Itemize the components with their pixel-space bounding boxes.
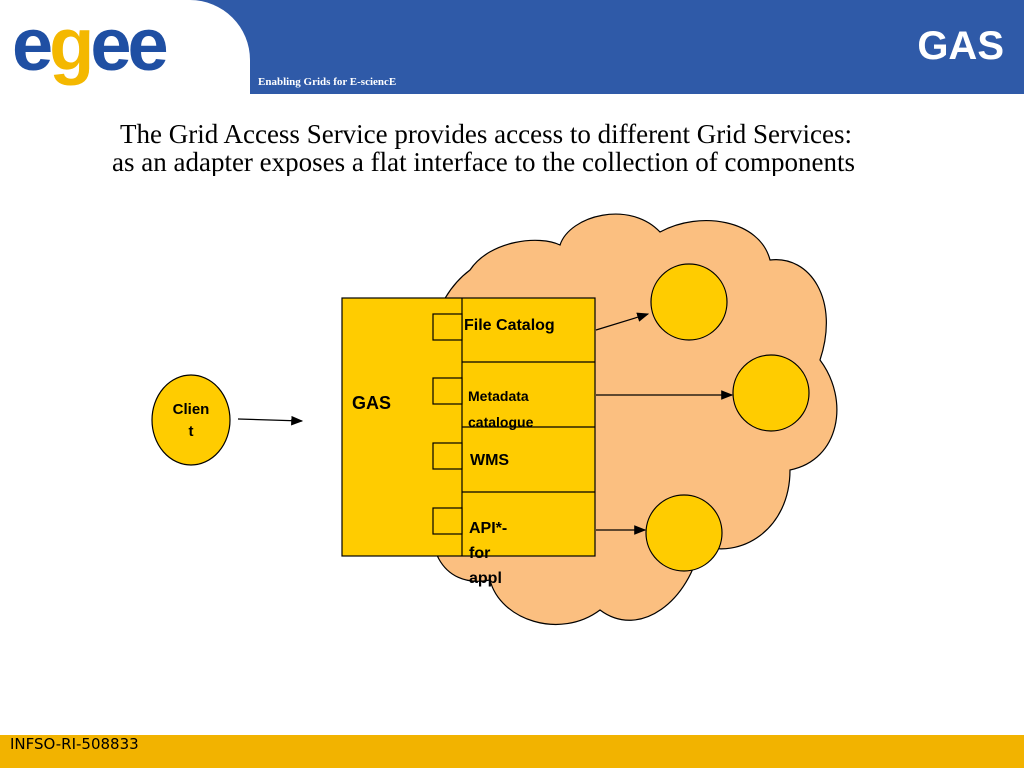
client-label: Clien t xyxy=(152,399,230,443)
api-label-line-3: appl xyxy=(469,570,502,587)
service-node xyxy=(645,494,723,572)
client-arrow xyxy=(237,415,304,426)
logo-background xyxy=(0,0,250,95)
intro-text: The Grid Access Service provides access … xyxy=(112,120,1024,176)
page-title: GAS xyxy=(917,24,1004,68)
client-label-line-2: t xyxy=(188,423,194,440)
file-catalog-label: File Catalog xyxy=(464,317,555,334)
api-label: API*- for appl xyxy=(469,516,507,591)
service-node xyxy=(732,354,810,432)
client-label-line-1: Clien xyxy=(172,401,210,418)
port-tab xyxy=(432,442,463,470)
api-label-line-2: for xyxy=(469,545,491,562)
logo-letter-g: g xyxy=(49,3,94,86)
port-tab xyxy=(432,507,463,535)
port-tab xyxy=(432,377,463,405)
api-label-line-1: API*- xyxy=(469,520,508,537)
service-arrow xyxy=(595,312,650,331)
metadata-label-line-1: Metadata xyxy=(468,388,529,404)
intro-line-2: as an adapter exposes a flat interface t… xyxy=(112,147,855,176)
metadata-label-line-2: catalogue xyxy=(468,414,534,430)
footer-project-id: INFSO-RI-508833 xyxy=(10,735,139,753)
header-subband xyxy=(0,77,1024,94)
metadata-label: Metadata catalogue xyxy=(468,383,533,435)
header-bar: egee Enabling Grids for E-sciencE GAS xyxy=(0,0,1024,95)
wms-label: WMS xyxy=(470,452,510,469)
intro-line-1: The Grid Access Service provides access … xyxy=(120,120,853,149)
client-node xyxy=(151,374,231,466)
gas-label: GAS xyxy=(352,393,392,413)
port-tab xyxy=(432,313,463,341)
logo-letter-e: e xyxy=(12,3,53,86)
logo-tagline: Enabling Grids for E-sciencE xyxy=(258,76,397,88)
egee-logo: egee xyxy=(12,8,169,82)
footer-bar: INFSO-RI-508833 xyxy=(0,735,1024,768)
service-node xyxy=(650,263,728,341)
logo-letters-ee: ee xyxy=(90,3,168,86)
